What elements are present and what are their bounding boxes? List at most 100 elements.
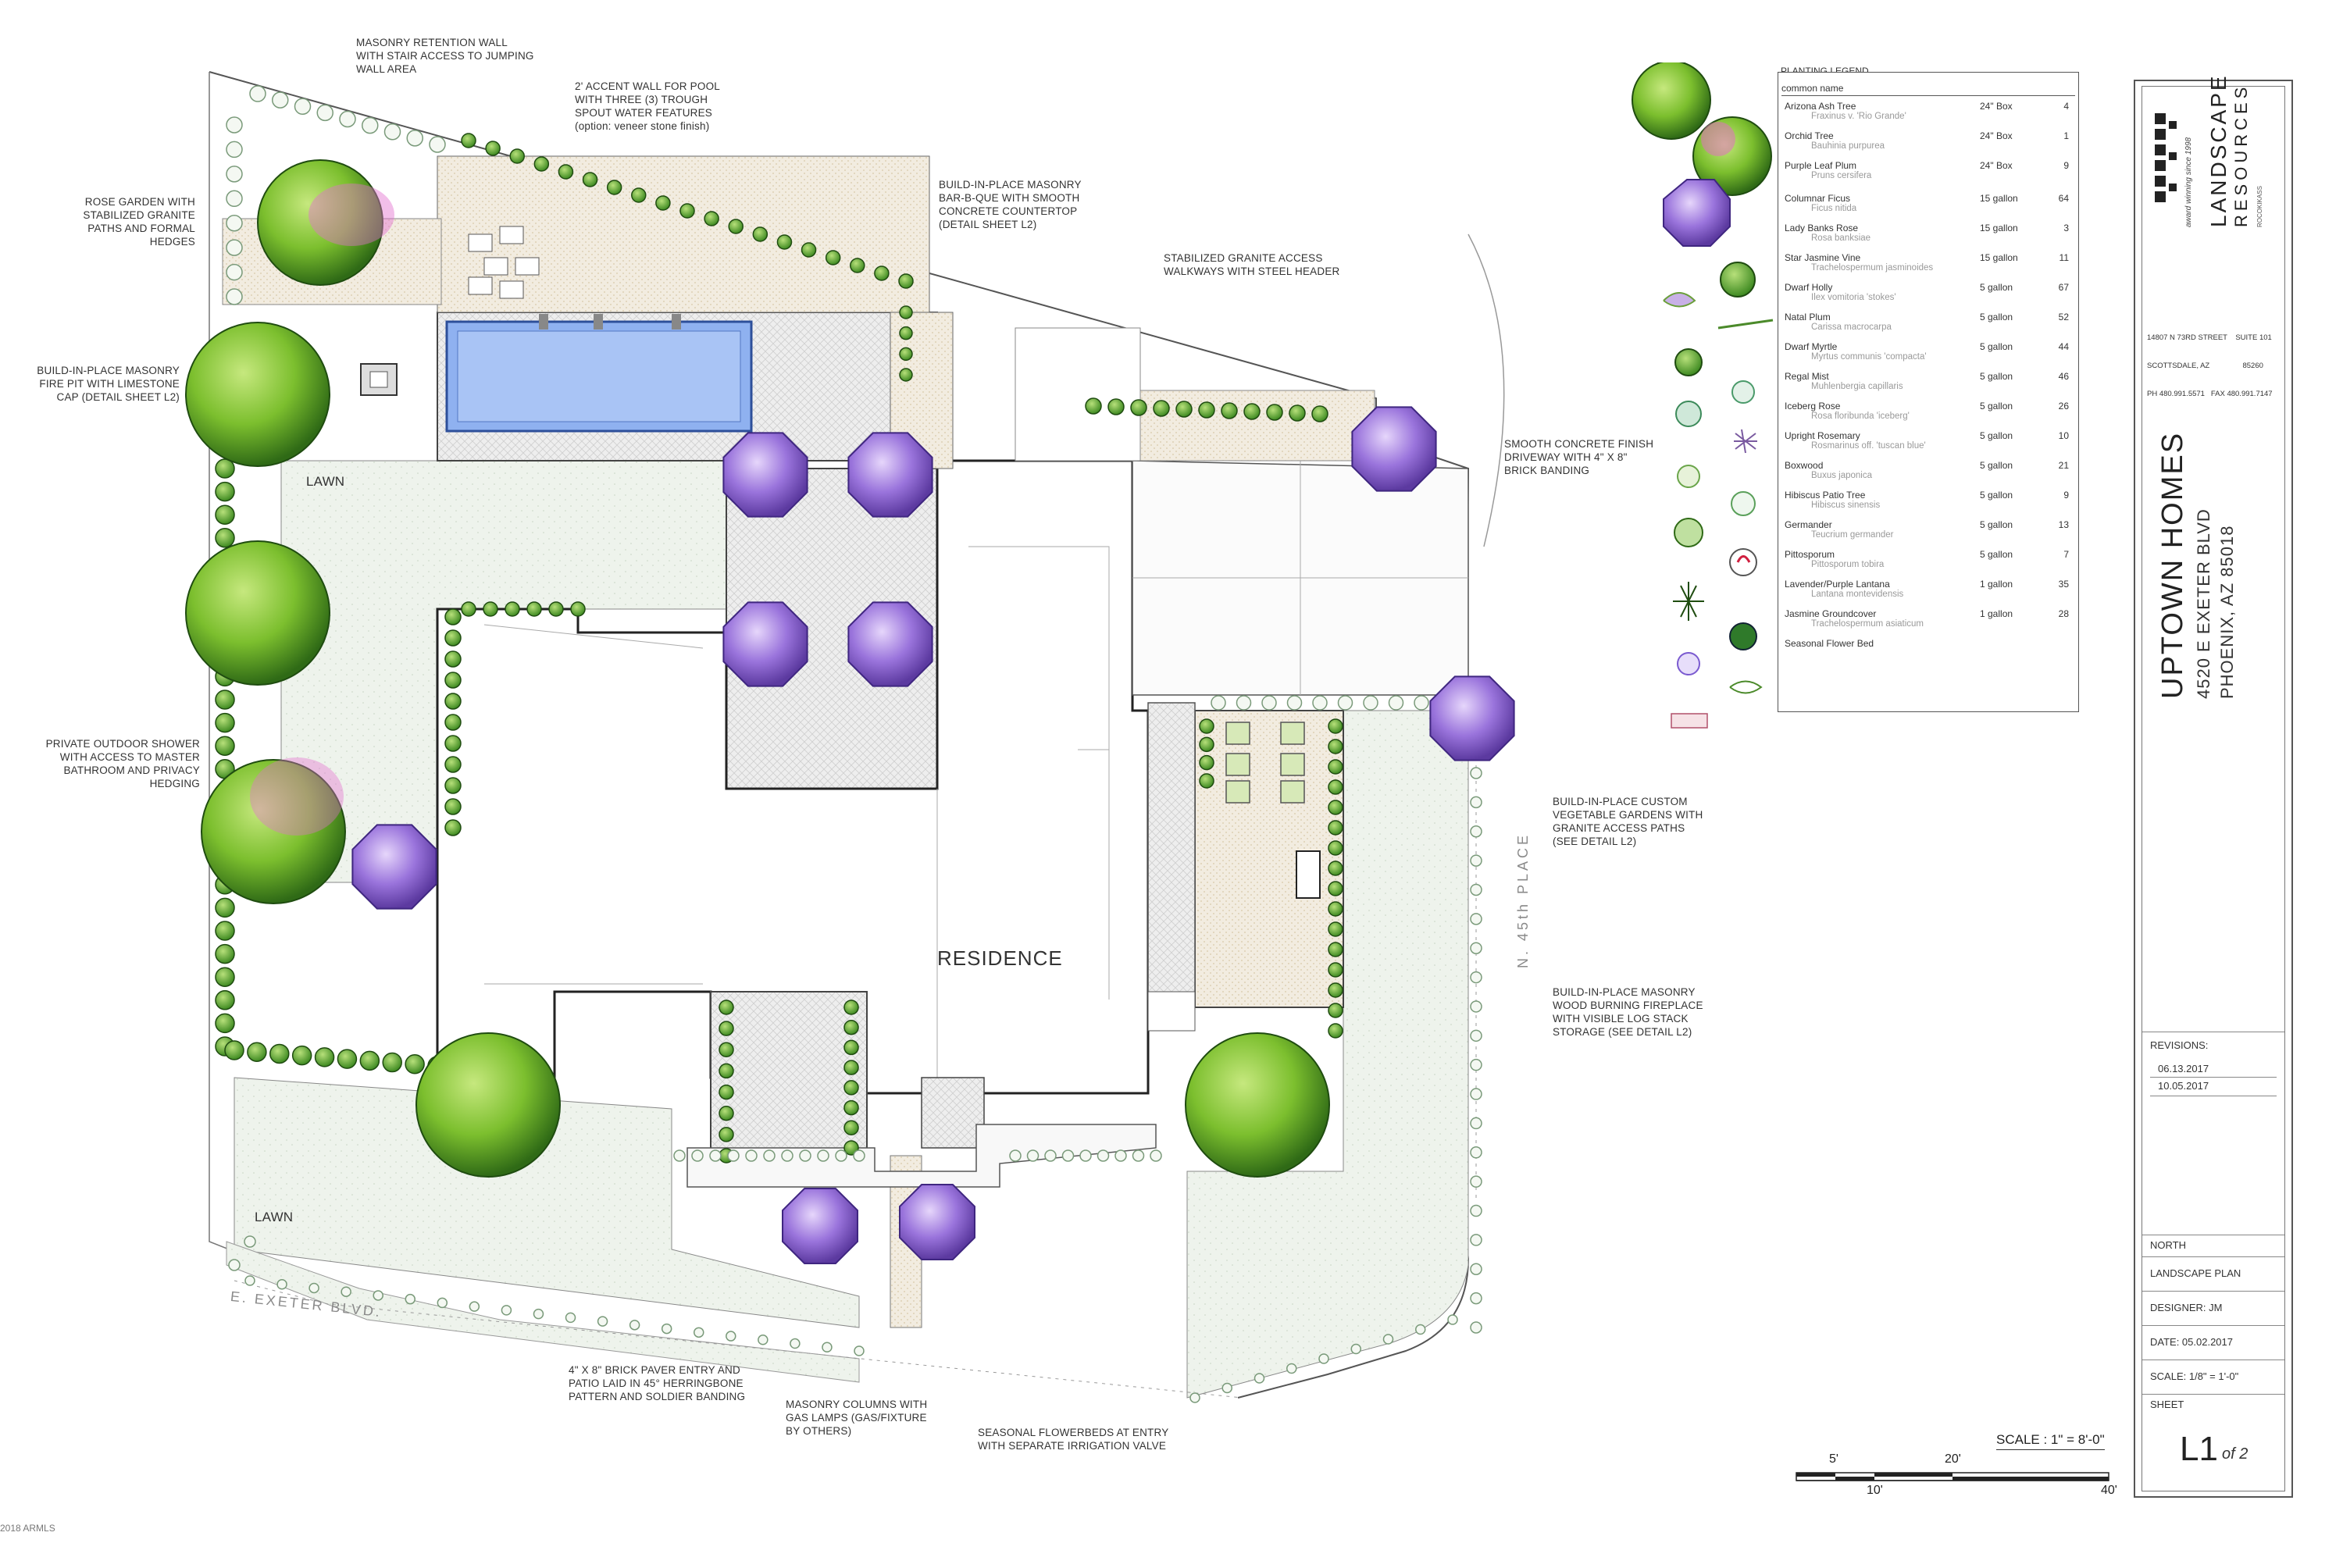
project-address-2: PHOENIX, AZ 85018 [2217,525,2237,699]
hedge-shrub [704,211,719,226]
hedge-shrub [727,1149,740,1162]
hedge-shrub [1328,759,1343,775]
hedge-shrub [843,1099,859,1116]
lawn-north-label: LAWN [306,474,345,489]
ash-tree [1185,1032,1330,1178]
legend-size: 15 gallon [1980,252,2018,263]
legend-quantity: 1 [2063,130,2069,141]
hedge-shrub [224,1040,244,1060]
hedge-shrub [1328,1003,1343,1018]
legend-row: Seasonal Flower Bed [1785,638,2074,665]
hedge-shrub [1079,1149,1092,1162]
legend-quantity: 7 [2063,549,2069,560]
plan-date: DATE: 05.02.2017 [2150,1336,2233,1348]
hedge-shrub [314,1047,335,1067]
hedge-shrub [228,1259,241,1271]
company-address: 14807 N 73RD STREET SUITE 101 SCOTTSDALE… [2147,333,2273,398]
hedge-shrub [1328,942,1343,957]
legend-size: 24" Box [1980,130,2013,141]
copyright: 2018 ARMLS [0,1523,55,1534]
hedge-shrub [899,347,913,362]
hedge-shrub [763,1149,776,1162]
legend-quantity: 52 [2058,312,2069,323]
hedge-shrub [215,943,235,964]
legend-botanical-name: Trachelospermum asiaticum [1811,619,1924,629]
hedge-shrub [631,187,647,203]
hedge-shrub [316,104,333,122]
hedge-shrub [444,693,462,710]
legend-common-name: Jasmine Groundcover [1785,608,1877,619]
legend-botanical-name: Rosa banksiae [1811,233,1871,243]
hedge-shrub [1328,800,1343,815]
company-name-line2: RESOURCES [2231,83,2251,227]
legend-botanical-name: Trachelospermum jasminoides [1811,263,1934,273]
legend-quantity: 26 [2058,401,2069,412]
designer: DESIGNER: JM [2150,1302,2223,1313]
legend-botanical-name: Rosmarinus off. 'tuscan blue' [1811,441,1926,451]
hedge-shrub [1470,1263,1482,1276]
revision-1: 06.13.2017 [2158,1063,2209,1074]
hedge-shrub [790,1338,801,1349]
hedge-shrub [269,1043,290,1064]
legend-size: 15 gallon [1980,193,2018,204]
hedge-shrub [1199,718,1214,734]
hedge-shrub [444,735,462,752]
hedge-shrub [570,601,586,617]
legend-common-name: Boxwood [1785,460,1824,471]
hedge-shrub [533,156,550,172]
hedge-shrub [726,1331,736,1342]
legend-botanical-name: Rosa floribunda 'iceberg' [1811,412,1910,421]
project-address-1: 4520 E EXETER BLVD [2194,508,2213,699]
legend-size: 5 gallon [1980,341,2013,352]
hedge-shrub [1415,1324,1426,1335]
hedge-shrub [899,305,913,319]
legend-column-header: common name [1781,83,2075,96]
orchid-tree-bloom [250,757,344,836]
hedge-shrub [719,1127,734,1142]
hedge-shrub [215,967,235,987]
legend-size: 5 gallon [1980,460,2013,471]
hedge-shrub [843,1060,859,1075]
hedge-shrub [226,239,243,256]
hedge-shrub [776,234,793,250]
hedge-shrub [1328,921,1343,937]
hedge-shrub [1470,1029,1482,1042]
legend-size: 5 gallon [1980,401,2013,412]
hedge-shrub [679,203,695,219]
hedge-shrub [1382,1334,1394,1345]
scale-tick-40: 40' [2101,1484,2117,1497]
hedge-shrub [1254,1373,1265,1384]
legend-common-name: Pittosporum [1785,549,1835,560]
company-logo-icon [2155,113,2177,202]
hedge-shrub [719,1000,734,1015]
hedge-shrub [1132,1149,1145,1162]
hedge-shrub [752,226,769,242]
hedge-shrub [719,1021,734,1036]
hedge-shrub [1328,962,1343,978]
project-name: UPTOWN HOMES [2156,431,2189,699]
hedge-shrub [291,1045,312,1066]
hedge-shrub [1447,1314,1458,1325]
legend-quantity: 64 [2058,193,2069,204]
hedge-shrub [1130,399,1147,416]
hedge-shrub [444,798,462,815]
hedge-shrub [691,1149,704,1162]
vegetable-garden-area [1194,710,1344,1008]
purple-leaf-plum-tree [351,824,437,910]
residence-label: RESIDENCE [937,946,1063,970]
hedge-shrub [1199,736,1214,753]
hedge-shrub [1261,695,1277,711]
hedge-shrub [1470,1321,1482,1334]
hedge-shrub [215,528,235,548]
purple-leaf-plum-tree [722,601,808,687]
hedge-shrub [1414,695,1429,711]
legend-common-name: Lavender/Purple Lantana [1785,579,1890,590]
legend-botanical-name: Teucrium germander [1811,530,1894,540]
